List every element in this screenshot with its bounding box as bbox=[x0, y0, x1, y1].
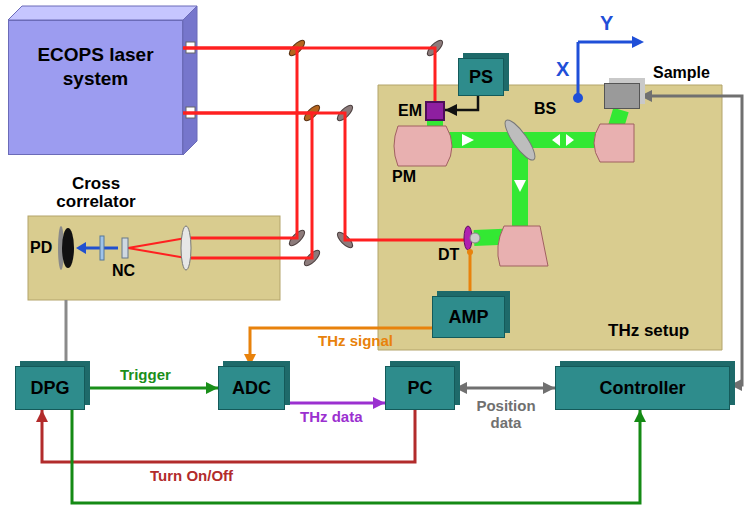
sample: Sample bbox=[604, 83, 640, 109]
laser-beam bbox=[378, 239, 464, 242]
beam-arrow bbox=[514, 180, 526, 192]
beam-arrow bbox=[462, 134, 474, 146]
node-heading: Sample bbox=[653, 64, 710, 82]
node-label: ECOPS laser system bbox=[36, 43, 156, 91]
laser-beam bbox=[186, 257, 280, 260]
axis-label: X bbox=[556, 58, 569, 81]
axis-dot bbox=[573, 93, 583, 103]
controller-box: Controller bbox=[555, 366, 730, 410]
node-label: AMP bbox=[449, 307, 489, 328]
beam-arrow bbox=[552, 134, 574, 146]
thz-setup-panel: THz setup EM bbox=[378, 85, 722, 350]
trigger-line bbox=[85, 387, 218, 390]
parabolic-mirror bbox=[594, 124, 634, 162]
signal-line bbox=[250, 328, 432, 366]
edge-label: THz signal bbox=[318, 332, 393, 349]
thz-beam bbox=[474, 140, 520, 238]
pulse-generator-box: DPG bbox=[15, 366, 85, 410]
axis-head bbox=[632, 36, 644, 48]
node-label: ADC bbox=[232, 378, 271, 399]
lens bbox=[181, 226, 191, 270]
nonlinear-crystal bbox=[122, 238, 128, 258]
pc-box: PC bbox=[385, 366, 455, 410]
laser-side-face bbox=[183, 6, 197, 155]
position-line bbox=[640, 96, 742, 385]
edge-label: THz data bbox=[300, 408, 363, 425]
detector-lens bbox=[470, 233, 480, 243]
filter bbox=[100, 236, 104, 260]
axis-label: Y bbox=[600, 12, 613, 35]
data-line bbox=[455, 387, 555, 390]
power-supply-box: PS bbox=[458, 58, 504, 96]
laser-beam bbox=[128, 238, 186, 248]
laser-top-face bbox=[8, 6, 197, 20]
edge-label: Position data bbox=[468, 397, 544, 431]
adc-box: ADC bbox=[218, 366, 285, 410]
node-heading: Cross correlator bbox=[36, 175, 156, 212]
beam-splitter bbox=[501, 116, 540, 163]
signal-cable bbox=[65, 300, 68, 366]
node-heading: THz setup bbox=[608, 321, 689, 341]
laser-beam bbox=[186, 237, 280, 240]
detector-wire bbox=[469, 252, 472, 296]
node-label: DPG bbox=[30, 378, 69, 399]
laser-beam bbox=[183, 113, 312, 258]
blue-beam-head bbox=[76, 242, 86, 254]
node-label: Controller bbox=[599, 378, 685, 399]
laser-beam bbox=[183, 113, 378, 240]
edge-label: Trigger bbox=[120, 366, 171, 383]
amplifier-box: AMP bbox=[432, 296, 505, 338]
wire-dot bbox=[467, 249, 473, 255]
laser-beam bbox=[183, 48, 297, 238]
thz-board bbox=[378, 85, 722, 350]
parabolic-mirror bbox=[498, 226, 548, 266]
laser-beam bbox=[183, 48, 435, 101]
axis-line bbox=[577, 42, 580, 95]
parabolic-mirror bbox=[394, 126, 452, 166]
part-label: BS bbox=[534, 100, 556, 118]
data-line bbox=[285, 402, 385, 405]
photodiode bbox=[62, 228, 74, 268]
control-cable bbox=[445, 96, 478, 110]
part-label: NC bbox=[112, 262, 135, 280]
correlator-board bbox=[28, 216, 280, 300]
correlator-panel: Cross correlator bbox=[28, 216, 280, 300]
axis-line bbox=[578, 41, 632, 44]
laser-beam bbox=[128, 248, 186, 258]
edge-label: Turn On/Off bbox=[150, 467, 233, 484]
node-label: PS bbox=[469, 67, 493, 88]
part-label: PD bbox=[30, 239, 52, 257]
node-label: PC bbox=[407, 378, 432, 399]
part-label: DT bbox=[438, 246, 459, 264]
laser-system: ECOPS laser system bbox=[8, 20, 183, 155]
part-label: PM bbox=[392, 168, 416, 186]
emitter: EM bbox=[425, 101, 445, 121]
node-heading: EM bbox=[398, 102, 422, 120]
